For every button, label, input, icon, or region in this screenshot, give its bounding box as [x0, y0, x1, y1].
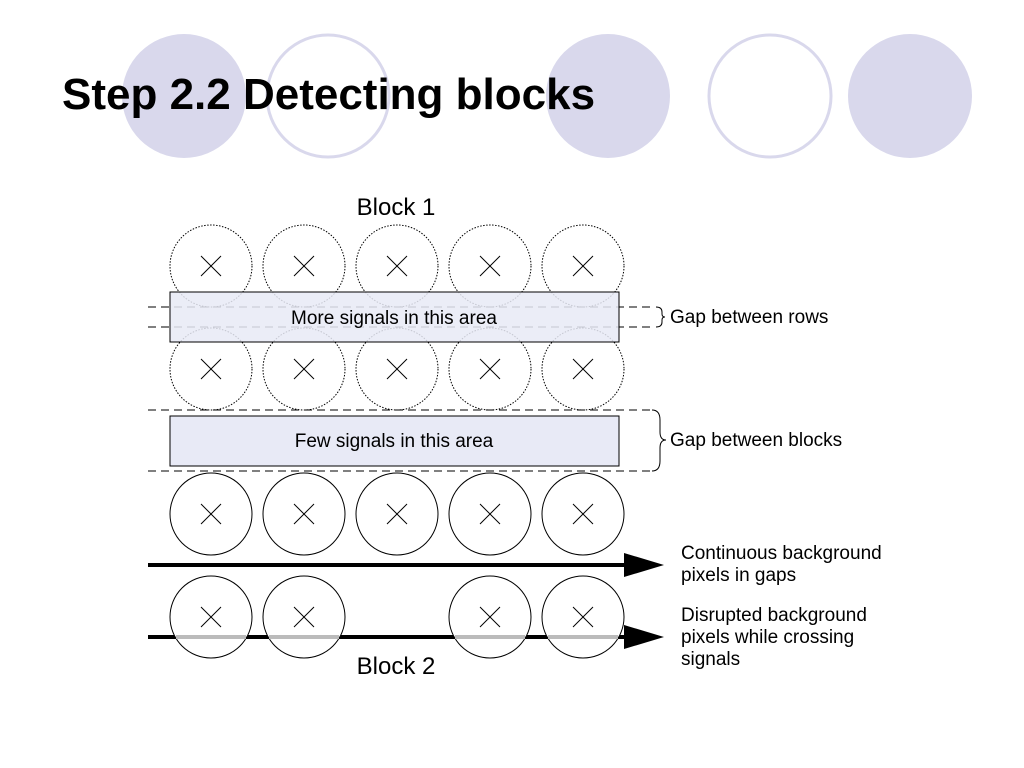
block-gap-box	[169, 415, 620, 467]
continuous-label-line-1: Continuous background	[681, 543, 882, 564]
decor-circle-outline	[707, 33, 833, 159]
decor-circle-outline	[265, 33, 391, 159]
block1-label: Block 1	[357, 194, 436, 221]
disrupted-label-line-1: Disrupted background	[681, 605, 867, 626]
decor-circle-filled	[848, 34, 972, 158]
continuous-label-line-2: pixels in gaps	[681, 565, 796, 586]
slide-title: Step 2.2 Detecting blocks	[62, 70, 596, 119]
signal-row-4	[169, 575, 625, 659]
signal-spot	[541, 472, 625, 556]
row-gap-box	[169, 291, 620, 343]
block-gap-brace	[651, 409, 667, 472]
row-gap-box-text: More signals in this area	[291, 308, 497, 329]
signal-spot	[169, 575, 253, 659]
signal-spot	[541, 575, 625, 659]
disrupted-label-line-3: signals	[681, 649, 740, 670]
signal-spot	[262, 472, 346, 556]
decor-circle-filled	[546, 34, 670, 158]
signal-spot	[355, 472, 439, 556]
decor-circle-filled	[122, 34, 246, 158]
signal-row-3	[169, 472, 625, 556]
signal-spot	[169, 472, 253, 556]
continuous-arrowhead	[624, 553, 664, 577]
disrupted-label-line-2: pixels while crossing	[681, 627, 854, 648]
signal-spot	[448, 472, 532, 556]
block-gap-label: Gap between blocks	[670, 430, 842, 451]
block2-label: Block 2	[357, 653, 436, 680]
signal-spot	[448, 575, 532, 659]
signal-spot	[262, 575, 346, 659]
row-gap-brace	[655, 306, 666, 328]
decorative-circles	[122, 33, 972, 159]
row-gap-label: Gap between rows	[670, 307, 828, 328]
disrupted-arrowhead	[624, 625, 664, 649]
block-gap-box-text: Few signals in this area	[295, 431, 494, 452]
